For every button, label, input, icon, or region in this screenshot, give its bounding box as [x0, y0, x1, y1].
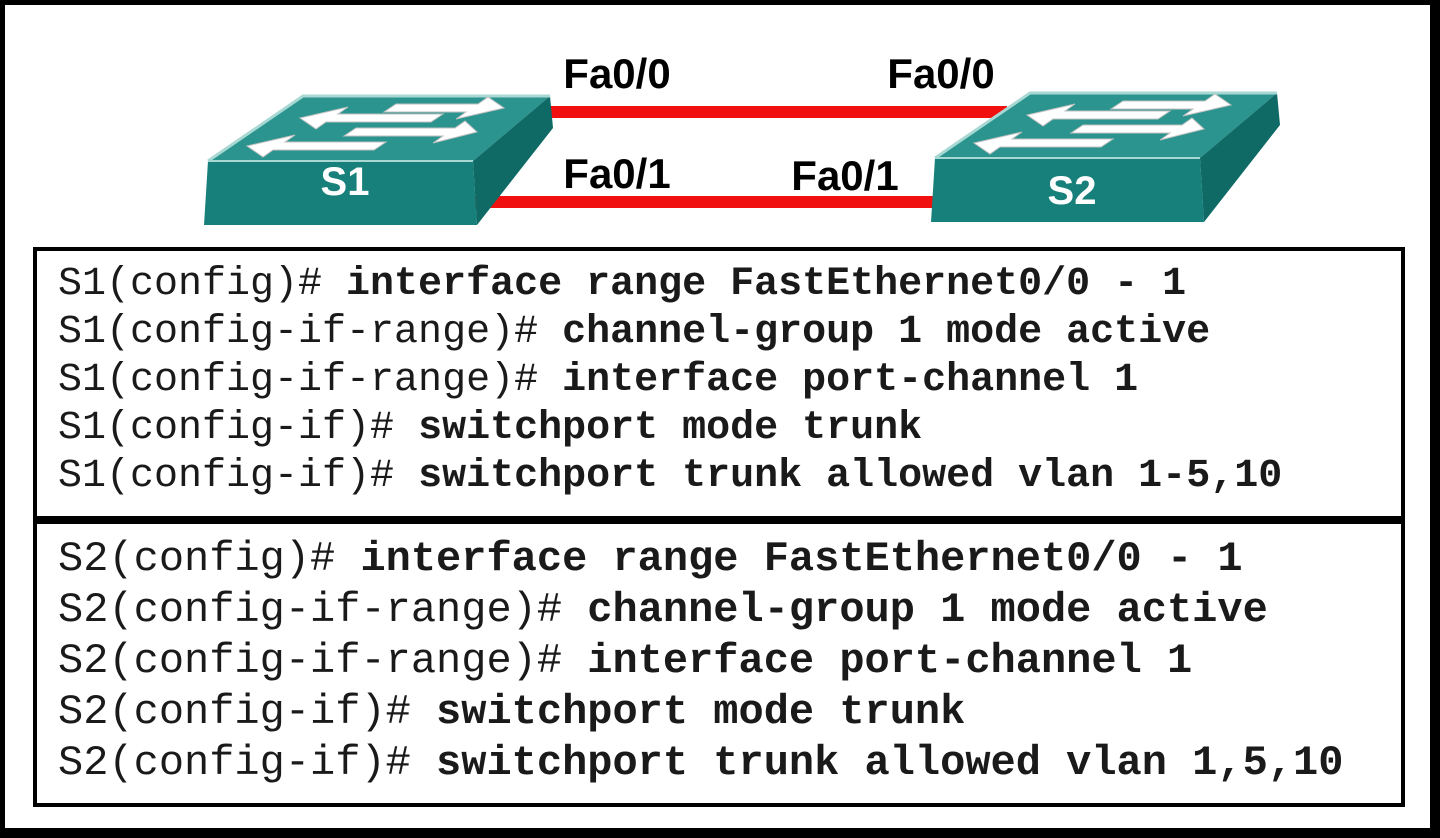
cli-prompt: S2(config-if)#	[58, 739, 411, 787]
config-line: S2(config-if)# switchport trunk allowed v…	[58, 738, 1393, 789]
config-line: S2(config-if-range)# channel-group 1 mode…	[58, 585, 1393, 636]
config-line: S1(config-if-range)# channel-group 1 mode…	[58, 309, 1393, 357]
s2-config-box: S2(config)# interface range FastEthernet0…	[33, 520, 1405, 807]
arrow-right-icon	[1069, 117, 1206, 141]
arrow-left-icon	[245, 134, 388, 158]
cli-command: switchport mode trunk	[418, 406, 923, 451]
config-line: S2(config)# interface range FastEthernet0…	[58, 534, 1393, 585]
port-label-fa0-0-right: Fa0/0	[887, 50, 994, 97]
cli-prompt: S1(config-if-range)#	[58, 358, 539, 403]
switch-s2-edge-highlight	[934, 91, 1277, 160]
cli-command: switchport mode trunk	[436, 688, 966, 736]
arrow-left-icon	[1025, 103, 1172, 127]
cli-prompt: S1(config-if-range)#	[58, 310, 539, 355]
cli-prompt: S2(config-if-range)#	[58, 637, 563, 685]
switch-s1-edge-highlight	[207, 94, 550, 163]
config-line: S1(config-if-range)# interface port-chann…	[58, 357, 1393, 405]
config-line: S2(config-if-range)# interface port-chann…	[58, 636, 1393, 687]
config-line: S2(config-if)# switchport mode trunk	[58, 687, 1393, 738]
arrow-right-icon	[382, 96, 506, 120]
link-fa0-1	[470, 196, 938, 208]
cli-command: interface range FastEthernet0/0 - 1	[346, 262, 1187, 307]
config-line: S1(config-if)# switchport mode trunk	[58, 405, 1393, 453]
switch-s2-front-face	[931, 158, 1204, 222]
cli-prompt: S1(config-if)#	[58, 406, 395, 451]
switch-s1: S1	[204, 94, 553, 225]
cli-prompt: S2(config)#	[58, 535, 336, 583]
cli-prompt: S1(config)#	[58, 262, 323, 307]
cli-command: interface port-channel 1	[587, 637, 1193, 685]
cli-command: channel-group 1 mode active	[587, 586, 1268, 634]
cli-command: interface range FastEthernet0/0 - 1	[360, 535, 1243, 583]
cli-command: interface port-channel 1	[562, 358, 1139, 403]
port-label-fa0-1-right: Fa0/1	[791, 152, 898, 199]
arrow-right-icon	[342, 120, 479, 144]
config-line: S1(config-if)# switchport trunk allowed v…	[58, 453, 1393, 501]
arrow-left-icon	[972, 131, 1115, 155]
switch-s2: S2	[931, 91, 1280, 222]
cli-prompt: S2(config-if-range)#	[58, 586, 563, 634]
topology-diagram: S1 S2 Fa0/0 Fa0/0 Fa0/1 Fa0/1	[204, 50, 1280, 225]
link-fa0-0	[545, 106, 1007, 118]
cli-prompt: S1(config-if)#	[58, 454, 395, 499]
cli-prompt: S2(config-if)#	[58, 688, 411, 736]
cli-command: switchport trunk allowed vlan 1-5,10	[418, 454, 1283, 499]
switch-s1-side-face	[473, 96, 553, 225]
config-line: S1(config)# interface range FastEthernet0…	[58, 261, 1393, 309]
switch-s1-front-face	[204, 161, 477, 225]
s1-config-box: S1(config)# interface range FastEthernet0…	[33, 247, 1405, 520]
arrow-right-icon	[1109, 93, 1233, 117]
cli-command: switchport trunk allowed vlan 1,5,10	[436, 739, 1344, 787]
arrow-left-icon	[298, 106, 445, 130]
port-label-fa0-0-left: Fa0/0	[563, 50, 670, 97]
cli-command: channel-group 1 mode active	[562, 310, 1211, 355]
switch-s2-label: S2	[1048, 169, 1097, 213]
switch-s1-label: S1	[321, 160, 370, 204]
port-label-fa0-1-left: Fa0/1	[563, 150, 670, 197]
switch-s2-side-face	[1200, 93, 1280, 222]
